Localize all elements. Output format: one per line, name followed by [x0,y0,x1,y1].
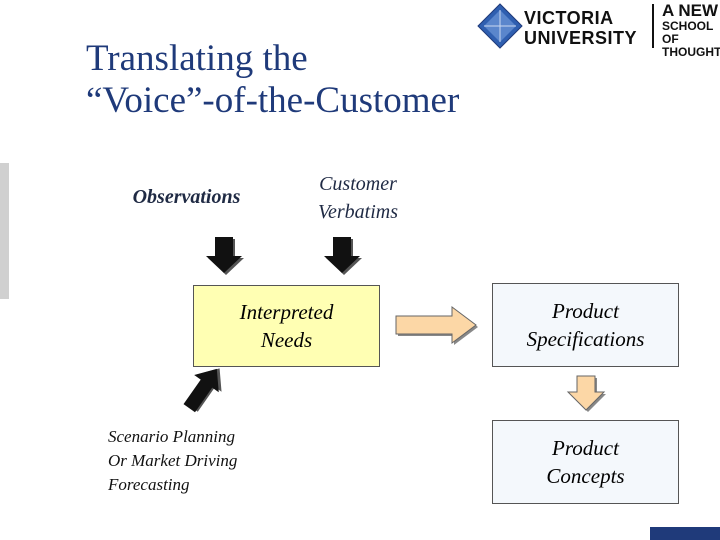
down-arrow-observations [206,237,244,275]
diagonal-arrow-scenario [183,368,222,413]
left-accent-bar [0,163,9,299]
customer-verbatims-label: Customer Verbatims [293,170,423,226]
right-arrow-needs-to-specs [395,306,478,345]
product-specifications-box: Product Specifications [492,283,679,367]
interpreted-needs-box: Interpreted Needs [193,285,380,367]
scenario-line-2: Or Market Driving [108,451,238,470]
product-concepts-line-2: Concepts [546,464,625,488]
logo-divider [652,4,654,48]
title-line-1: Translating the [86,38,308,79]
scenario-planning-label: Scenario Planning Or Market Driving Fore… [108,425,237,497]
diamond-crest-icon [477,3,523,49]
interpreted-needs-line-2: Needs [260,328,313,352]
tagline: A NEW SCHOOL OF THOUGHT [662,2,720,59]
scenario-line-1: Scenario Planning [108,427,236,446]
product-concepts-box: Product Concepts [492,420,679,504]
tagline-line-2: SCHOOL OF [662,19,714,46]
product-specs-line-1: Product [552,299,619,323]
tagline-line-1: A NEW [662,1,719,20]
slide-title: Translating the “Voice”-of-the-Customer [86,38,459,122]
university-line-1: VICTORIA [524,8,614,28]
tagline-line-3: THOUGHT [662,45,720,59]
down-arrow-specs-to-concepts [566,375,606,412]
bottom-accent-bar [650,527,720,540]
verbatims-line-2: Verbatims [318,201,398,223]
scenario-line-3: Forecasting [108,475,190,494]
university-wordmark: VICTORIA UNIVERSITY [524,8,637,48]
interpreted-needs-line-1: Interpreted [239,300,334,324]
down-arrow-verbatims [324,237,362,275]
title-line-2: “Voice”-of-the-Customer [86,80,460,121]
product-concepts-line-1: Product [552,436,619,460]
verbatims-line-1: Customer [319,173,397,195]
product-specs-line-2: Specifications [526,327,645,351]
university-line-2: UNIVERSITY [524,28,638,48]
observations-label: Observations [132,186,241,208]
